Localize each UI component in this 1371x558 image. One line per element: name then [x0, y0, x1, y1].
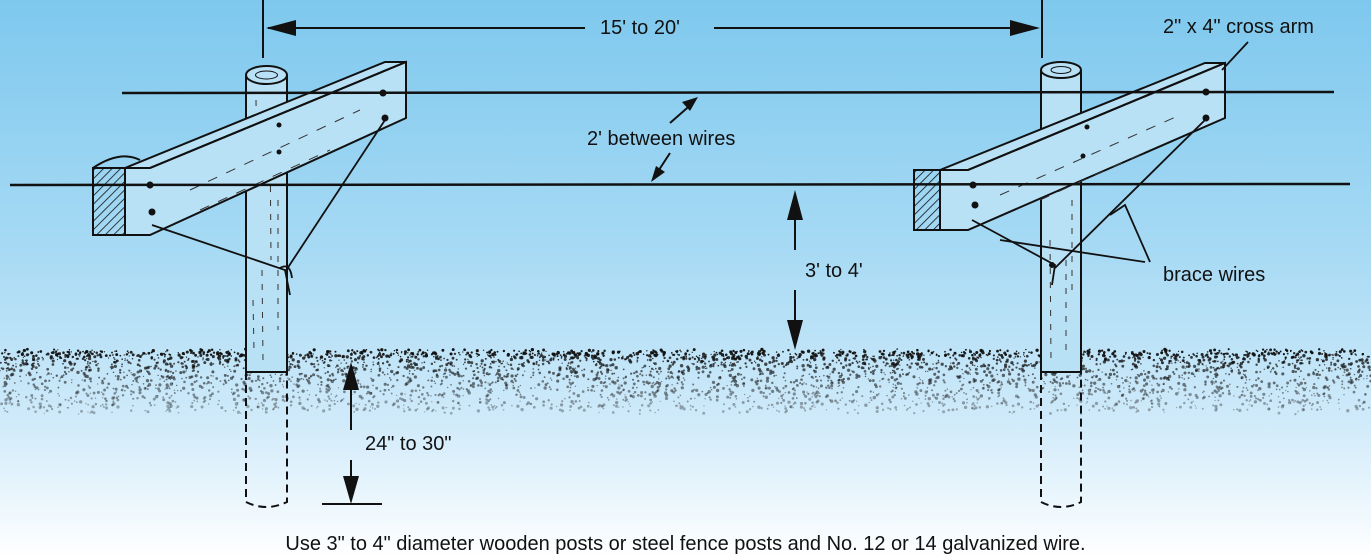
- wire-spacing-arrows: [651, 97, 698, 182]
- wire-spacing-label: 2' between wires: [587, 128, 736, 150]
- cross-arm-leader: [1221, 41, 1249, 71]
- right-cross-arm: [913, 61, 1226, 231]
- wire-fasteners: [146, 88, 1210, 268]
- brace-wires-label: brace wires: [1163, 264, 1266, 286]
- brace-wire-leaders: [999, 203, 1151, 263]
- post-depth-label: 24" to 30": [365, 433, 452, 455]
- fence-wires: [9, 90, 1351, 187]
- brace-wires-left: [151, 119, 386, 296]
- span-dimension: [262, 0, 1043, 58]
- wire-height-dimension: [787, 190, 803, 350]
- upper-wire: [121, 90, 1335, 95]
- cross-arm-label: 2" x 4" cross arm: [1163, 16, 1314, 38]
- span-label: 15' to 20': [600, 17, 680, 39]
- wire-height-label: 3' to 4': [805, 260, 863, 282]
- lower-wire: [9, 182, 1351, 187]
- ground-gravel: [0, 347, 1371, 416]
- caption: Use 3" to 4" diameter wooden posts or st…: [285, 533, 1086, 555]
- left-cross-arm: [92, 60, 407, 236]
- post-depth-dimension: [322, 362, 382, 505]
